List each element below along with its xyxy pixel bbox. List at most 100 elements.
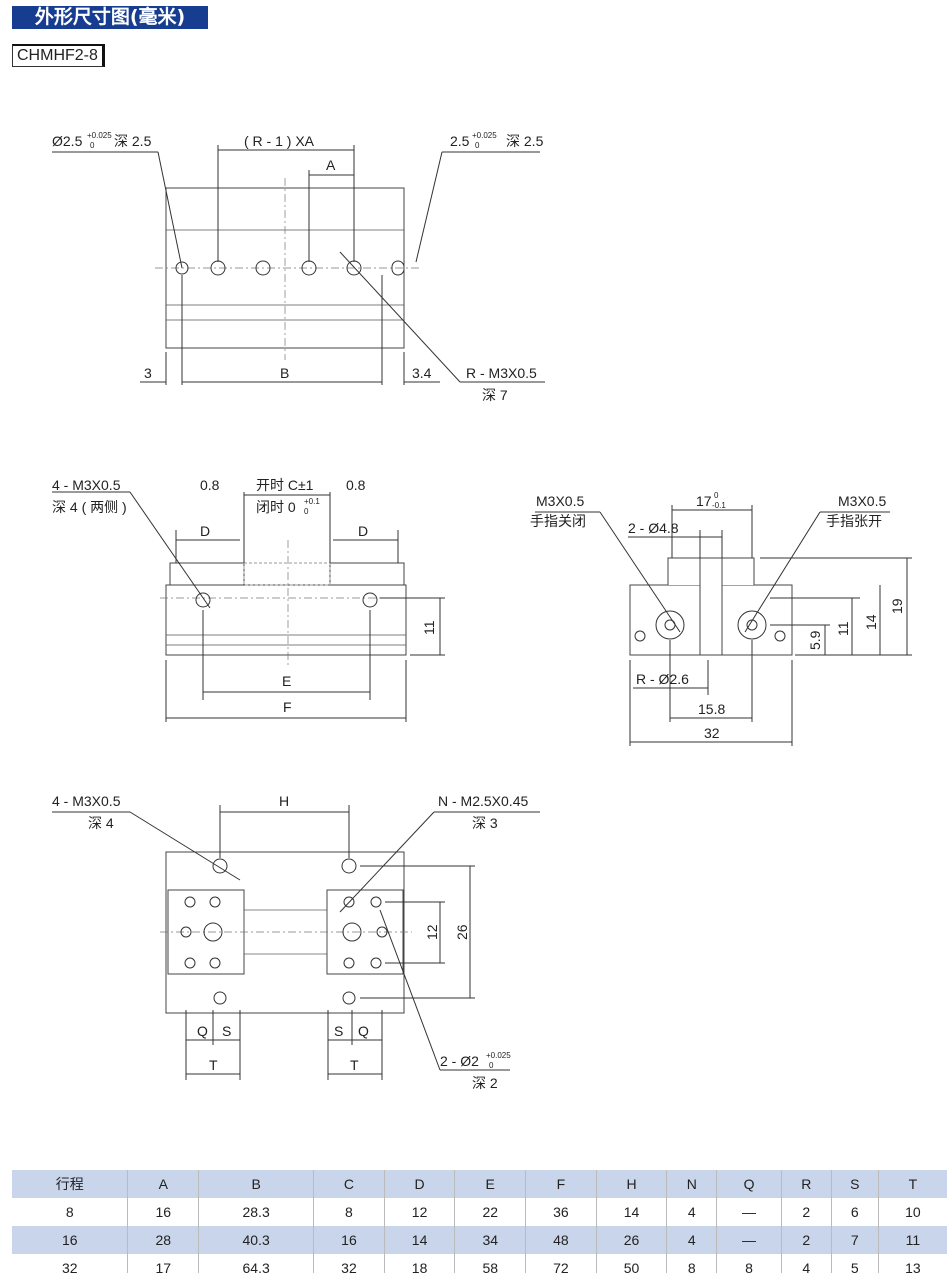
table-cell: 28 xyxy=(127,1226,199,1254)
closed-label: 手指关闭 xyxy=(530,513,586,529)
dim-12: 12 xyxy=(424,924,440,940)
header-cell: T xyxy=(877,1170,947,1198)
dim-3-4: 3.4 xyxy=(412,365,432,381)
dim-e: E xyxy=(282,673,291,689)
table-cell: 11 xyxy=(877,1226,947,1254)
pin-depth: 深 2 xyxy=(472,1075,498,1091)
dim-19: 19 xyxy=(889,598,905,614)
dim-s-right: S xyxy=(334,1023,343,1039)
dim-5-9: 5.9 xyxy=(807,630,823,650)
dim-t-right: T xyxy=(350,1057,359,1073)
table-cell: 10 xyxy=(877,1198,947,1226)
dim-s-left: S xyxy=(222,1023,231,1039)
bottom-view: 4 - M3X0.5 深 4 H N - M2.5X0.45 深 3 12 26… xyxy=(52,793,540,1091)
header-cell: F xyxy=(525,1170,597,1198)
side-view: M3X0.5 手指关闭 17 0 -0.1 M3X0.5 手指张开 2 - Ø4… xyxy=(530,491,912,746)
dim-q-right: Q xyxy=(358,1023,369,1039)
closed-tol-lower: 0 xyxy=(304,507,309,516)
slot-tol-upper: +0.025 xyxy=(472,131,497,140)
dim-a: A xyxy=(326,157,336,173)
slot-tol-lower: 0 xyxy=(475,141,480,150)
thread-right: M3X0.5 xyxy=(838,493,886,509)
table-cell: 8 xyxy=(716,1254,782,1273)
closed-tol-upper: +0.1 xyxy=(304,497,320,506)
table-cell: 12 xyxy=(383,1198,455,1226)
pin-label: R - Ø2.6 xyxy=(636,671,689,687)
thread-left: M3X0.5 xyxy=(536,493,584,509)
table-cell: 7 xyxy=(830,1226,879,1254)
header-cell: B xyxy=(198,1170,314,1198)
hole-tol-upper: +0.025 xyxy=(87,131,112,140)
top-view: Ø2.5 +0.025 0 深 2.5 ( R - 1 ) XA A 2.5 +… xyxy=(52,131,545,403)
table-cell: 6 xyxy=(830,1198,879,1226)
slot-depth: 深 2.5 xyxy=(506,133,544,149)
thread-depth: 深 7 xyxy=(482,387,508,403)
thread-label: 4 - M3X0.5 xyxy=(52,477,121,493)
table-cell: 32 xyxy=(61,1260,78,1273)
dim-17: 17 xyxy=(696,493,712,509)
pitch-label: ( R - 1 ) XA xyxy=(244,133,315,149)
header-cell: H xyxy=(595,1170,667,1198)
table-cell: 4 xyxy=(780,1254,832,1273)
table-cell: 2 xyxy=(780,1198,832,1226)
hole-label: Ø2.5 xyxy=(52,133,83,149)
dim-17-upper: 0 xyxy=(714,491,719,500)
model-label: CHMHF2-8 xyxy=(12,44,105,67)
table-cell: 32 xyxy=(313,1254,385,1273)
table-cell: 14 xyxy=(383,1226,455,1254)
header-cell: Q xyxy=(716,1170,782,1198)
header-cell: D xyxy=(383,1170,455,1198)
technical-drawing: Ø2.5 +0.025 0 深 2.5 ( R - 1 ) XA A 2.5 +… xyxy=(52,131,912,1091)
hole-tol-lower: 0 xyxy=(90,141,95,150)
header-cell: N xyxy=(666,1170,717,1198)
pin-tol-upper: +0.025 xyxy=(486,1051,511,1060)
dim-32: 32 xyxy=(704,725,720,741)
table-cell: 22 xyxy=(454,1198,526,1226)
table-cell: 14 xyxy=(595,1198,667,1226)
slot-label: 2.5 xyxy=(450,133,470,149)
header-cell: S xyxy=(830,1170,879,1198)
n-thread-label: N - M2.5X0.45 xyxy=(438,793,528,809)
pin-label: 2 - Ø2 xyxy=(440,1053,479,1069)
table-cell: 8 xyxy=(666,1254,717,1273)
table-cell: 16 xyxy=(127,1198,199,1226)
dim-f: F xyxy=(283,699,292,715)
dim-h: H xyxy=(279,793,289,809)
table-cell: 16 xyxy=(12,1226,128,1254)
table-cell: 5 xyxy=(830,1254,879,1273)
table-cell: 50 xyxy=(595,1254,667,1273)
table-cell: 8 xyxy=(65,1204,74,1220)
front-view: 4 - M3X0.5 深 4 ( 两侧 ) 0.8 开时 C±1 闭时 0 +0… xyxy=(52,477,445,722)
bore-label: 2 - Ø4.8 xyxy=(628,520,679,536)
table-cell: 26 xyxy=(595,1226,667,1254)
table-cell: 2 xyxy=(780,1226,832,1254)
section-title: 外形尺寸图(毫米) xyxy=(12,6,208,29)
header-cell: R xyxy=(780,1170,832,1198)
open-label: 开时 C±1 xyxy=(256,477,314,493)
closed-label: 闭时 0 xyxy=(256,499,296,515)
thread-label: R - M3X0.5 xyxy=(466,365,537,381)
table-cell: 13 xyxy=(877,1254,947,1273)
dim-15-8: 15.8 xyxy=(698,701,725,717)
thread-depth: 深 4 xyxy=(88,815,114,831)
thread-label: 4 - M3X0.5 xyxy=(52,793,121,809)
table-cell: 4 xyxy=(666,1226,717,1254)
dim-q-left: Q xyxy=(197,1023,208,1039)
header-cell: C xyxy=(313,1170,385,1198)
table-cell: 40.3 xyxy=(198,1226,314,1254)
header-cell: A xyxy=(127,1170,199,1198)
table-cell: 16 xyxy=(313,1226,385,1254)
table-cell: 28.3 xyxy=(198,1198,314,1226)
thread-depth: 深 4 ( 两侧 ) xyxy=(52,499,127,515)
table-cell: — xyxy=(716,1198,782,1226)
gap-right: 0.8 xyxy=(346,477,366,493)
dim-b: B xyxy=(280,365,289,381)
open-label: 手指张开 xyxy=(826,513,882,529)
table-cell: 36 xyxy=(525,1198,597,1226)
table-cell: 17 xyxy=(127,1254,199,1273)
